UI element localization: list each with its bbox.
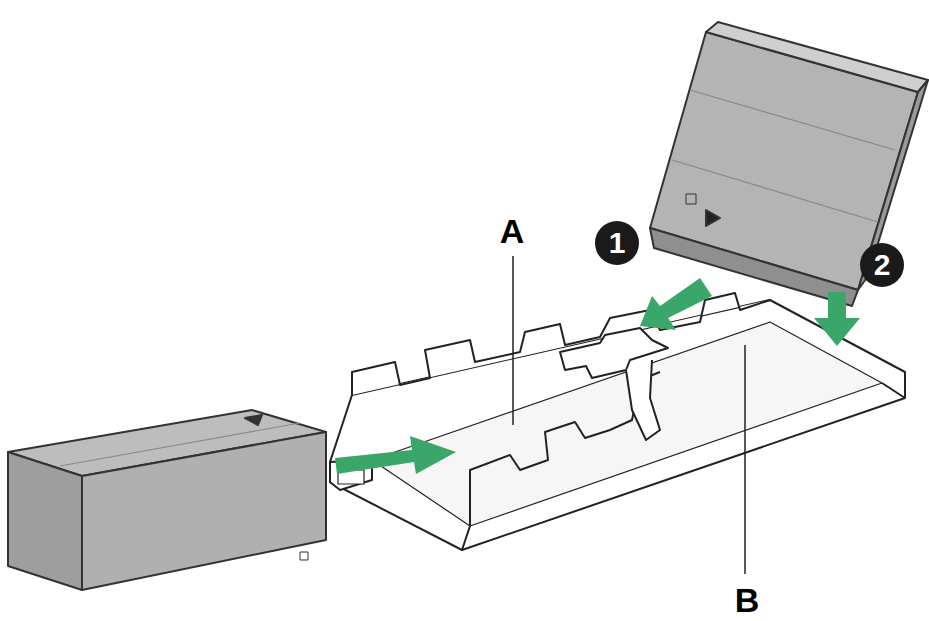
battery-left (8, 410, 326, 590)
battery-inserted (650, 22, 928, 306)
battery-tray (330, 293, 905, 550)
part-label: B (735, 583, 760, 617)
motion-arrows (335, 278, 860, 474)
callout-number: 1 (595, 221, 639, 265)
callout-number: 2 (860, 243, 904, 287)
leader-lines (513, 256, 745, 574)
part-label: A (500, 214, 525, 248)
